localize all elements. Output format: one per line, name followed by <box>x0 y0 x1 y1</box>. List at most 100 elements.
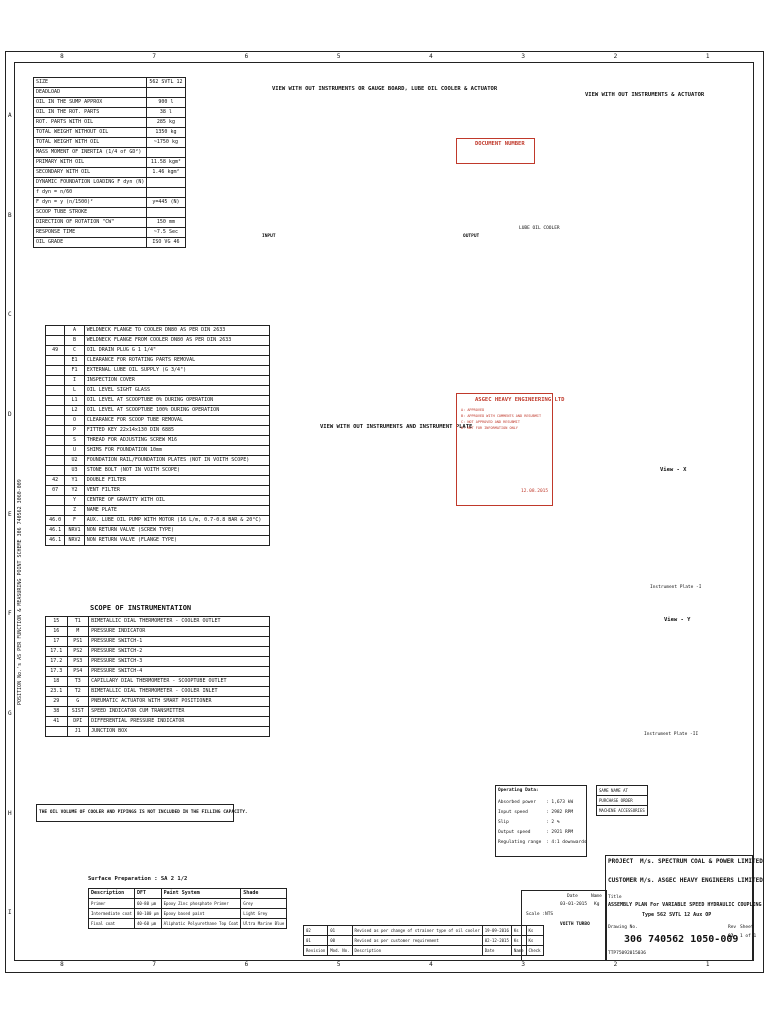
legend-cell: NRV2 <box>64 535 85 546</box>
legend-cell: DOUBLE FILTER <box>83 475 271 486</box>
revision-cell: 02-12-2015 <box>481 935 512 946</box>
legend-cell: O <box>64 415 85 426</box>
spec-key: ROT. PARTS WITH OIL <box>32 117 148 128</box>
oil-note-box: THE OIL VOLUME OF COOLER AND PIPINGS IS … <box>36 804 248 822</box>
legend-cell: JUNCTION BOX <box>88 726 270 737</box>
paint-cell: Ultra Marine Blue <box>240 918 288 929</box>
revision-cell: Mod. No. <box>327 945 353 956</box>
legend-cell <box>44 335 66 346</box>
drawn-by: Kg <box>594 902 600 907</box>
op-data-value: : 2 % <box>546 820 560 825</box>
legend-cell: 46.1 <box>44 525 66 536</box>
legend-cell <box>44 465 66 476</box>
spec-key: PRIMARY WITH OIL <box>32 157 148 168</box>
legend-cell: C <box>64 345 85 356</box>
legend-cell: FITTED KEY 22x14x130 DIN 6885 <box>83 425 271 436</box>
spec-value: 150 mm <box>146 217 186 228</box>
legend-cell: CLEARANCE FOR SCOOP TUBE REMOVAL <box>83 415 271 426</box>
legend-cell: DIFFERENTIAL PRESSURE INDICATOR <box>88 716 270 727</box>
side-position-note: POSITION No.'s AS PER FUNCTION & MEASURI… <box>17 479 23 705</box>
legend-cell: INSPECTION COVER <box>83 375 271 386</box>
legend-cell: NON RETURN VALVE (SCREW TYPE) <box>83 525 271 536</box>
legend-cell: VENT FILTER <box>83 485 271 496</box>
name-label: Name <box>591 894 602 899</box>
drawing-inner-frame <box>14 62 754 961</box>
op-data-value: : 2921 RPM <box>546 830 574 835</box>
revision-cell: Revision <box>302 945 329 956</box>
zone-marker-side: D <box>8 410 12 418</box>
spec-value: ~1750 kg <box>146 137 186 148</box>
paint-cell: Aliphatic Polyurethane Top Coat <box>160 918 242 929</box>
spec-value: 11.58 kgm² <box>146 157 186 168</box>
lube-oil-cooler-label: LUBE OIL COOLER <box>519 226 560 231</box>
legend-cell: T3 <box>66 676 90 687</box>
spec-key: DEADLOAD <box>32 87 148 98</box>
op-data-key: Input speed <box>498 810 528 815</box>
op-data-key: Absorbed power <box>498 800 536 805</box>
legend-cell: U2 <box>64 455 85 466</box>
paint-cell: 40-60 µm <box>133 918 162 929</box>
legend-cell: BIMETALLIC DIAL THERMOMETER - COOLER INL… <box>88 686 270 697</box>
paint-cell: Intermediate coat <box>88 908 135 919</box>
view2-title: VIEW WITH OUT INSTRUMENTS & ACTUATOR <box>585 92 705 98</box>
drawn-date: 03-01-2015 <box>560 902 588 907</box>
purchaser-box: SAME NAME AT PURCHASE ORDER MACHINE ACCE… <box>596 785 648 816</box>
zone-marker-side: H <box>8 809 12 817</box>
zone-marker-side: E <box>8 510 12 518</box>
spec-key: OIL IN THE SUMP APPROX <box>32 97 148 108</box>
legend-cell: PNEUMATIC ACTUATOR WITH SMART POSITIONER <box>88 696 270 707</box>
legend-cell: Z <box>64 505 85 516</box>
op-data-key: Output speed <box>498 830 531 835</box>
zone-marker: 6 <box>244 961 249 968</box>
legend-cell: U3 <box>64 465 85 476</box>
spec-key: SECONDARY WITH OIL <box>32 167 148 178</box>
spec-value: 285 kg <box>146 117 186 128</box>
input-label: INPUT <box>262 234 276 239</box>
spec-value: 562 SVTL 12 <box>146 77 186 88</box>
zone-marker: 1 <box>705 961 710 968</box>
legend-cell: 18 <box>45 676 68 687</box>
spec-key: SCOOP TUBE STROKE <box>32 207 148 218</box>
zone-marker-side: I <box>8 909 12 917</box>
legend-cell: PRESSURE SWITCH-4 <box>88 666 270 677</box>
legend-cell: OIL LEVEL AT SCOOPTUBE 0% DURING OPERATI… <box>83 395 271 406</box>
spec-key: DIRECTION OF ROTATION "CW" <box>32 217 148 228</box>
paint-cell: Primer <box>88 898 135 909</box>
spec-row: SCOOP TUBE STROKE <box>32 207 186 218</box>
legend-cell: AUX. LUBE OIL PUMP WITH MOTOR (16 L/m, 0… <box>83 515 271 526</box>
rev-label: Rev <box>728 925 737 930</box>
stamp-line: C: NOT APPROVED AND RESUBMIT <box>461 420 521 424</box>
legend-cell: STONE BOLT (NOT IN VOITH SCOPE) <box>83 465 271 476</box>
revision-cell: 01 <box>327 925 353 936</box>
legend-cell: A <box>64 325 85 336</box>
view-y-label: View - Y <box>664 617 691 623</box>
surface-prep-title: Surface Preparation : SA 2 1/2 <box>88 876 188 882</box>
stamp-date: 12.08.2015 <box>521 489 549 494</box>
spec-key: OIL IN THE ROT. PARTS <box>32 107 148 118</box>
legend-cell: 16 <box>45 626 68 637</box>
paint-header: Description <box>88 888 135 899</box>
legend-cell: PRESSURE SWITCH-2 <box>88 646 270 657</box>
legend-cell: L2 <box>64 405 85 416</box>
revision-cell: Description <box>351 945 483 956</box>
zone-marker: 8 <box>60 53 64 60</box>
op-data-value: : 2982 RPM <box>546 810 574 815</box>
legend-cell <box>44 325 66 336</box>
